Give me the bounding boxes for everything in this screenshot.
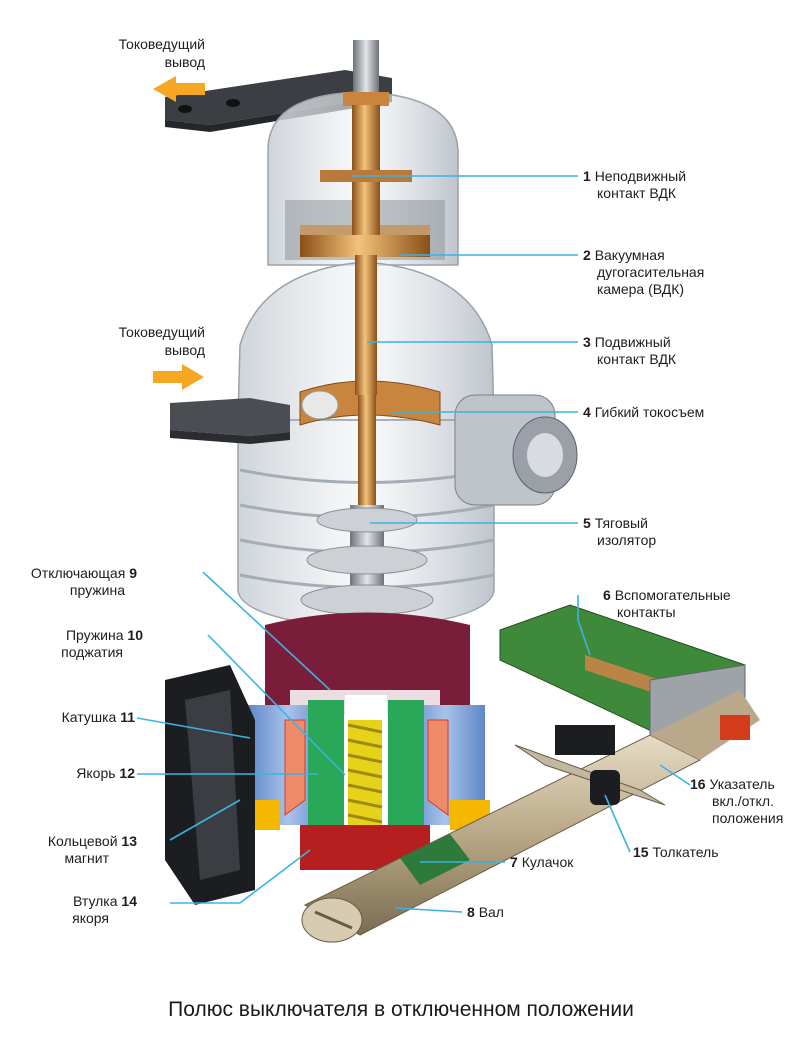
label-12-number: 12 bbox=[119, 765, 135, 781]
label-13-number: 13 bbox=[121, 833, 137, 849]
pusher bbox=[514, 725, 666, 806]
label-5: 5 Тяговый изолятор bbox=[583, 515, 656, 549]
label-6-line2: контакты bbox=[617, 604, 676, 620]
label-16-line3: положения bbox=[712, 810, 784, 826]
middle-terminal-bar bbox=[170, 398, 290, 444]
label-10-line2: поджатия bbox=[61, 644, 123, 660]
label-5-line1: Тяговый bbox=[594, 515, 648, 531]
label-7: 7 Кулачок bbox=[510, 854, 573, 871]
label-8-line1: Вал bbox=[478, 904, 504, 920]
label-10-number: 10 bbox=[127, 627, 143, 643]
label-9: Отключающая 9 пружина bbox=[0, 565, 137, 599]
label-3-line2: контакт ВДК bbox=[597, 351, 677, 367]
label-5-line2: изолятор bbox=[597, 532, 657, 548]
label-13: Кольцевой 13 магнит bbox=[0, 833, 137, 867]
terminal-label-middle: Токоведущий вывод bbox=[60, 323, 205, 359]
terminal-label-top-line1: Токоведущий bbox=[118, 36, 205, 52]
label-13-line1: Кольцевой bbox=[47, 833, 118, 849]
label-4: 4 Гибкий токосъем bbox=[583, 404, 704, 421]
label-9-number: 9 bbox=[129, 565, 137, 581]
label-3-line1: Подвижный bbox=[594, 334, 671, 350]
leader-lines bbox=[136, 175, 691, 913]
mounting-bracket bbox=[165, 665, 255, 905]
label-9-line2: пружина bbox=[69, 582, 125, 598]
figure-caption: Полюс выключателя в отключенном положени… bbox=[168, 998, 634, 1021]
arrow-in-icon bbox=[153, 364, 204, 390]
terminal-label-middle-line1: Токоведущий bbox=[118, 324, 205, 340]
label-12: Якорь 12 bbox=[0, 765, 135, 782]
label-14-line2: якоря bbox=[72, 910, 109, 926]
label-2: 2 Вакуумная дугогасительная камера (ВДК) bbox=[583, 247, 704, 298]
label-1-line1: Неподвижный bbox=[594, 168, 687, 184]
terminal-label-top: Токоведущий вывод bbox=[60, 35, 205, 71]
label-1-line2: контакт ВДК bbox=[597, 185, 677, 201]
label-9-line1: Отключающая bbox=[30, 565, 126, 581]
label-3: 3 Подвижный контакт ВДК bbox=[583, 334, 676, 368]
top-terminal-bar bbox=[165, 70, 392, 132]
label-16-line2: вкл./откл. bbox=[712, 793, 774, 809]
label-4-line1: Гибкий токосъем bbox=[594, 404, 705, 420]
label-10-line1: Пружина bbox=[65, 627, 124, 643]
label-8-number: 8 bbox=[467, 904, 475, 920]
label-13-line2: магнит bbox=[64, 850, 109, 866]
actuator-cutaway bbox=[240, 695, 490, 870]
label-8: 8 Вал bbox=[467, 904, 504, 921]
auxiliary-contacts-board bbox=[499, 604, 746, 736]
arrow-out-icon bbox=[153, 76, 205, 102]
label-14-number: 14 bbox=[121, 893, 137, 909]
label-6: 6 Вспомогательные контакты bbox=[603, 587, 731, 621]
label-2-number: 2 bbox=[583, 247, 591, 263]
label-2-line2: дугогасительная bbox=[597, 264, 705, 280]
label-11-number: 11 bbox=[120, 709, 135, 725]
label-6-number: 6 bbox=[603, 587, 611, 603]
label-15-line1: Толкатель bbox=[652, 844, 719, 860]
side-connector bbox=[454, 394, 578, 506]
label-7-number: 7 bbox=[510, 854, 518, 870]
label-15: 15 Толкатель bbox=[633, 844, 719, 861]
label-1: 1 Неподвижный контакт ВДК bbox=[583, 168, 686, 202]
label-11-line1: Катушка bbox=[61, 709, 117, 725]
label-2-line1: Вакуумная bbox=[594, 247, 665, 263]
label-16: 16 Указатель вкл./откл. положения bbox=[690, 776, 783, 827]
terminal-label-middle-line2: вывод bbox=[164, 342, 205, 358]
label-14: Втулка 14 якоря bbox=[0, 893, 137, 927]
terminal-label-top-line2: вывод bbox=[164, 54, 205, 70]
label-16-number: 16 bbox=[690, 776, 706, 792]
label-14-line1: Втулка bbox=[73, 893, 118, 909]
label-7-line1: Кулачок bbox=[521, 854, 574, 870]
label-5-number: 5 bbox=[583, 515, 591, 531]
label-3-number: 3 bbox=[583, 334, 591, 350]
label-10: Пружина 10 поджатия bbox=[0, 627, 143, 661]
contact-rod bbox=[300, 40, 430, 510]
label-16-line1: Указатель bbox=[709, 776, 775, 792]
label-15-number: 15 bbox=[633, 844, 649, 860]
label-6-line1: Вспомогательные bbox=[614, 587, 731, 603]
label-2-line3: камера (ВДК) bbox=[597, 281, 685, 297]
label-12-line1: Якорь bbox=[76, 765, 116, 781]
label-11: Катушка 11 bbox=[0, 709, 135, 726]
label-1-number: 1 bbox=[583, 168, 591, 184]
label-4-number: 4 bbox=[583, 404, 591, 420]
